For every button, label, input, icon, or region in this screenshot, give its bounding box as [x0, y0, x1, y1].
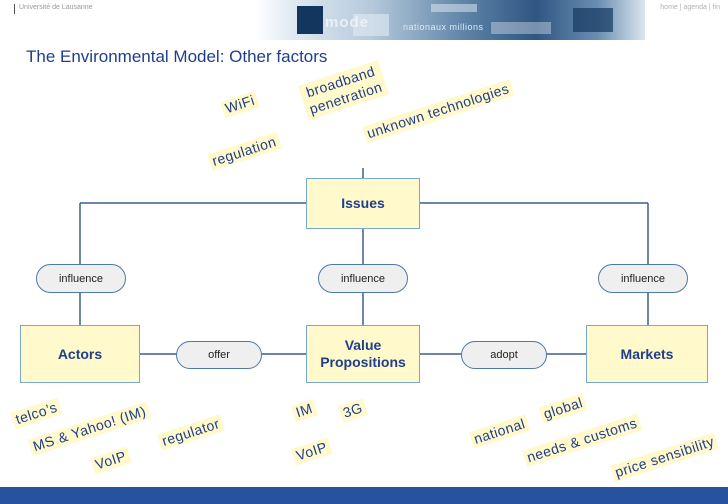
banner-block	[573, 8, 613, 32]
banner-block	[491, 22, 551, 34]
slide-title: The Environmental Model: Other factors	[26, 47, 328, 66]
value-propositions-box: Value Propositions	[306, 325, 420, 383]
banner-word: mode	[325, 14, 370, 31]
footer-bar	[0, 487, 728, 504]
header-banner-image: mode nationaux millions	[255, 0, 645, 40]
markets-box: Markets	[586, 325, 708, 383]
value-propositions-line2: Propositions	[320, 354, 406, 370]
banner-block	[431, 4, 477, 12]
influence-pill-left: influence	[36, 264, 126, 293]
header-divider	[14, 4, 15, 14]
issues-box: Issues	[306, 178, 420, 229]
nav-separator: |	[708, 4, 713, 11]
influence-pill-right: influence	[598, 264, 688, 293]
adopt-pill: adopt	[461, 341, 547, 369]
banner-word: nationaux millions	[403, 22, 484, 32]
value-propositions-line1: Value	[344, 337, 382, 353]
nav-agenda-link[interactable]: agenda	[683, 4, 707, 11]
banner-block	[297, 6, 323, 34]
influence-pill-center: influence	[318, 264, 408, 293]
nav-fin-link[interactable]: fin	[712, 4, 720, 11]
header-bar: Université de Lausanne mode nationaux mi…	[0, 0, 728, 42]
banner-block	[353, 14, 389, 36]
actors-box: Actors	[20, 325, 140, 383]
nav-separator: |	[679, 4, 684, 11]
top-nav: home | agenda | fin	[660, 4, 720, 11]
nav-home-link[interactable]: home	[660, 4, 678, 11]
offer-pill: offer	[176, 341, 262, 369]
university-name: Université de Lausanne	[19, 4, 93, 11]
